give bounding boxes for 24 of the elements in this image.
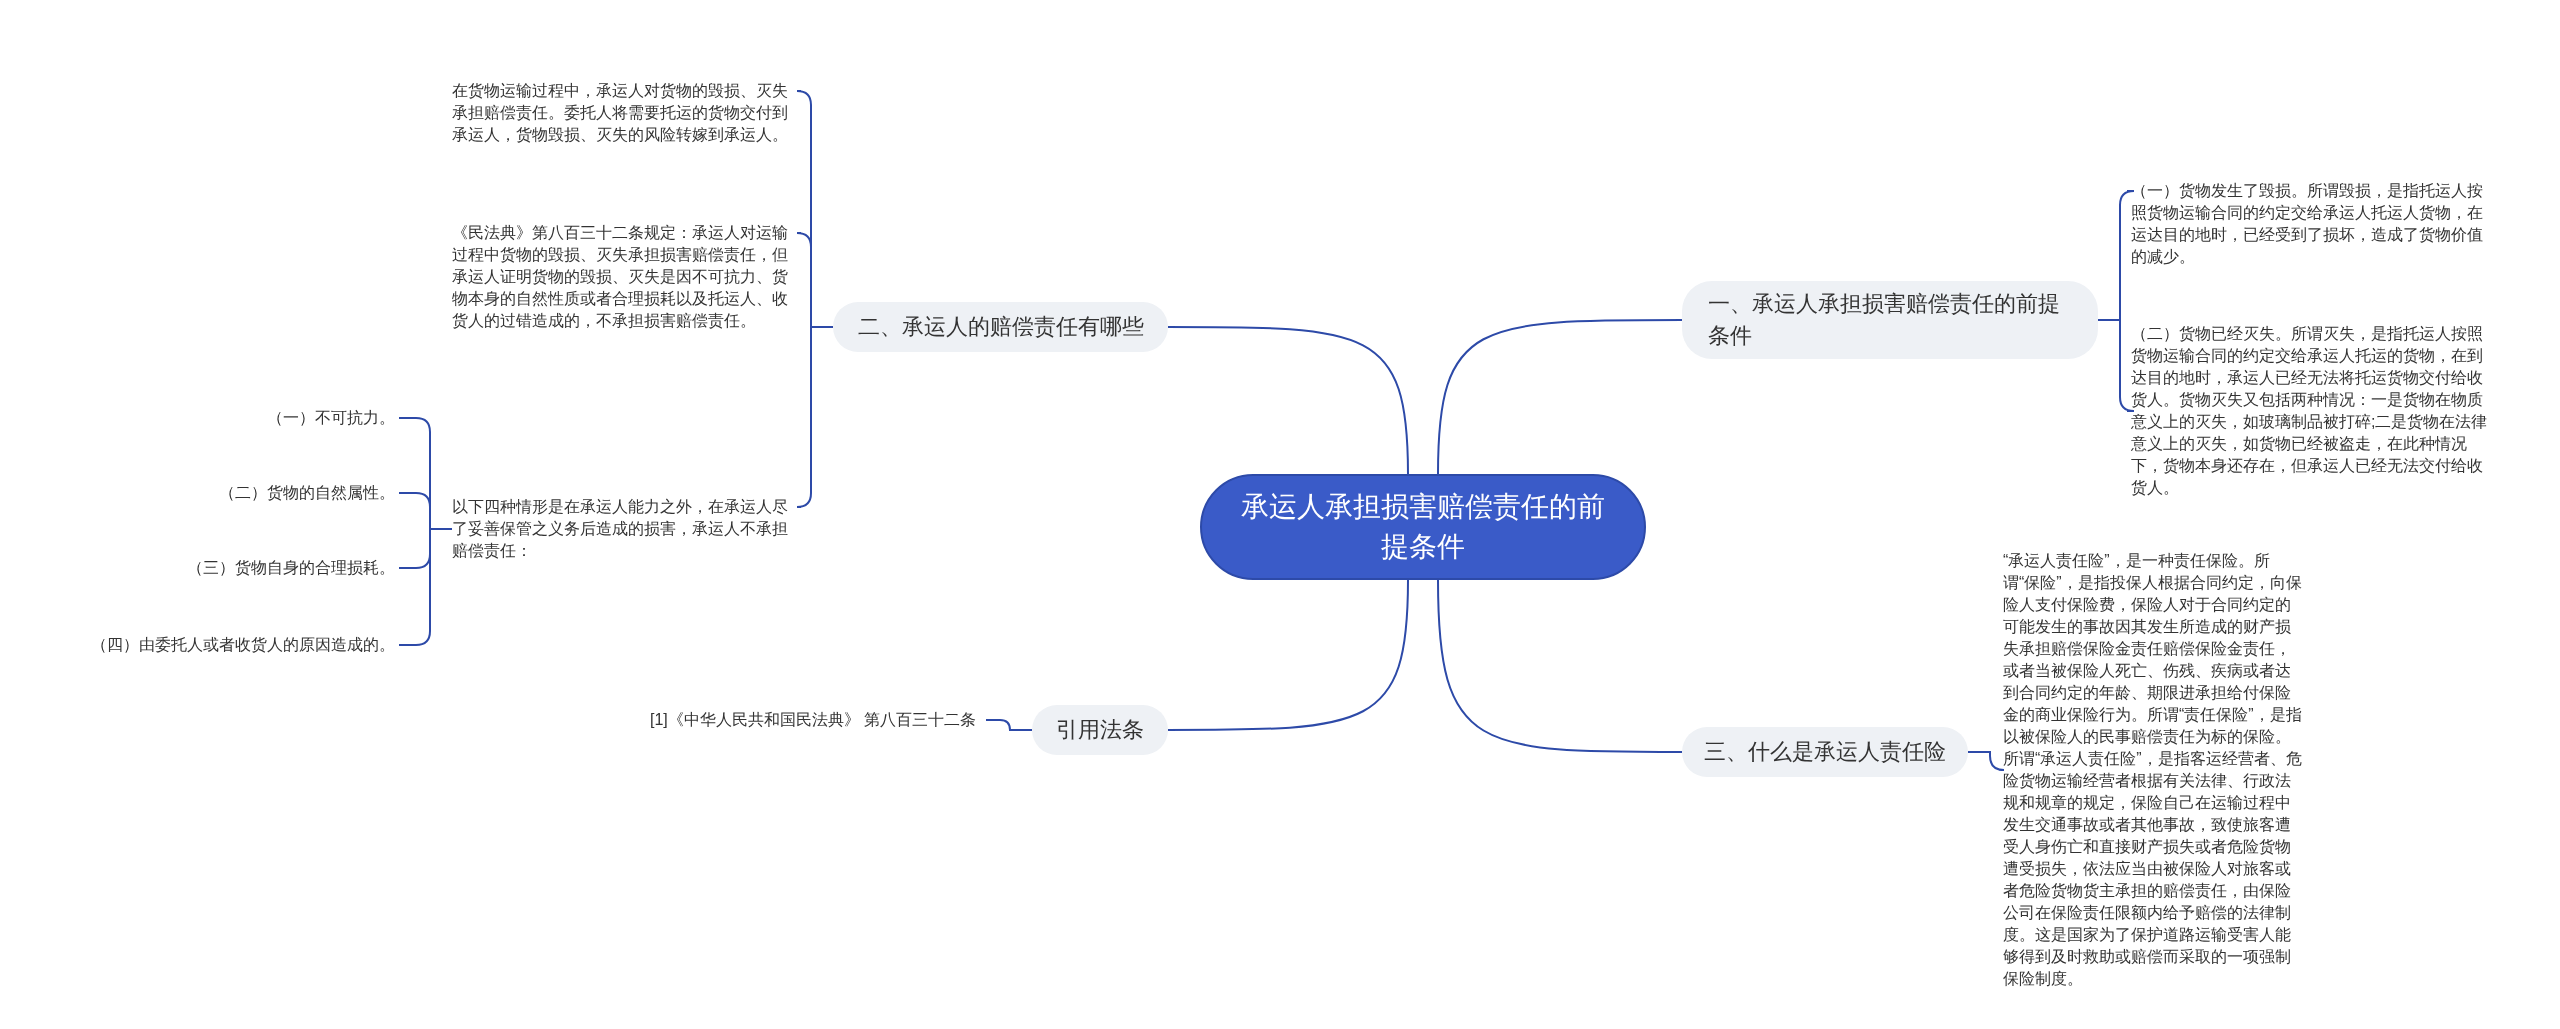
note-text: 以下四种情形是在承运人能力之外，在承运人尽了妥善保管之义务后造成的损害，承运人不承担赔偿责任：	[452, 496, 797, 562]
note-text: [1]《中华人民共和国民法典》 第八百三十二条	[650, 709, 982, 731]
topic-box: 三、什么是承运人责任险	[1682, 727, 1968, 777]
connector-line	[1167, 579, 1409, 731]
note-text: （二）货物已经灭失。所谓灭失，是指托运人按照货物运输合同的约定交给承运人托运的货物，在到达目的地时，承运人已经无法将托运货物交付给收货人。货物灭失又包括两种情况：一是货物在物质意义上的灭失，如玻璃制品被打碎;二是货物在法律意义上的灭失，如货物已经被盗走，在此种情况下，货物本身还存在，但承运人已经无法交付给收货人。	[2131, 323, 2493, 499]
note-text: （三）货物自身的合理损耗。	[60, 557, 395, 579]
connector-line	[1167, 326, 1409, 475]
note-text: （一）货物发生了毁损。所谓毁损，是指托运人按照货物运输合同的约定交给承运人托运人货物，在运达目的地时，已经受到了损坏，造成了货物价值的减少。	[2131, 180, 2493, 268]
connector-line	[1437, 319, 1683, 475]
topic-box: 引用法条	[1032, 705, 1168, 755]
connector-line	[1967, 751, 2005, 771]
note-text: “承运人责任险”，是一种责任保险。所谓“保险”，是指投保人根据合同约定，向保险人支付保险费，保险人对于合同约定的可能发生的事故因其发生所造成的财产损失承担赔偿保险金责任赔偿保险金责任，或者当被保险人死亡、伤残、疾病或者达到合同约定的年龄、期限进承担给付保险金的商业保险行为。所谓“责任保险”，是指以被保险人的民事赔偿责任为标的保险。所谓“承运人责任险”，是指客运经营者、危险货物运输经营者根据有关法律、行政法规和规章的规定，保险自己在运输过程中发生交通事故或者其他事故，致使旅客遭受人身伤亡和直接财产损失或者危险货物遭受损失，依法应当由被保险人对旅客或者危险货物货主承担的赔偿责任，由保险公司在保险责任限额内给予赔偿的法律制度。这是国家为了保护道路运输受害人能够得到及时救助或赔偿而采取的一项强制保险制度。	[2003, 550, 2305, 990]
topic-box: 二、承运人的赔偿责任有哪些	[833, 302, 1168, 352]
connector-line	[796, 326, 834, 508]
note-text: （一）不可抗力。	[60, 407, 395, 429]
note-text: （四）由委托人或者收货人的原因造成的。	[60, 634, 395, 656]
note-text: 《民法典》第八百三十二条规定：承运人对运输过程中货物的毁损、灭失承担损害赔偿责任，但承运人证明货物的毁损、灭失是因不可抗力、货物本身的自然性质或者合理损耗以及托运人、收货人的过错造成的，不承担损害赔偿责任。	[452, 222, 797, 332]
connector-line	[2097, 319, 2135, 412]
topic-box: 一、承运人承担损害赔偿责任的前提条件	[1682, 281, 2098, 359]
note-text: 在货物运输过程中，承运人对货物的毁损、灭失承担赔偿责任。委托人将需要托运的货物交付到承运人，货物毁损、灭失的风险转嫁到承运人。	[452, 80, 797, 146]
note-text: （二）货物的自然属性。	[60, 482, 395, 504]
central-topic: 承运人承担损害赔偿责任的前提条件	[1200, 474, 1646, 580]
connector-line	[1437, 579, 1683, 753]
connector-line	[985, 719, 1033, 731]
